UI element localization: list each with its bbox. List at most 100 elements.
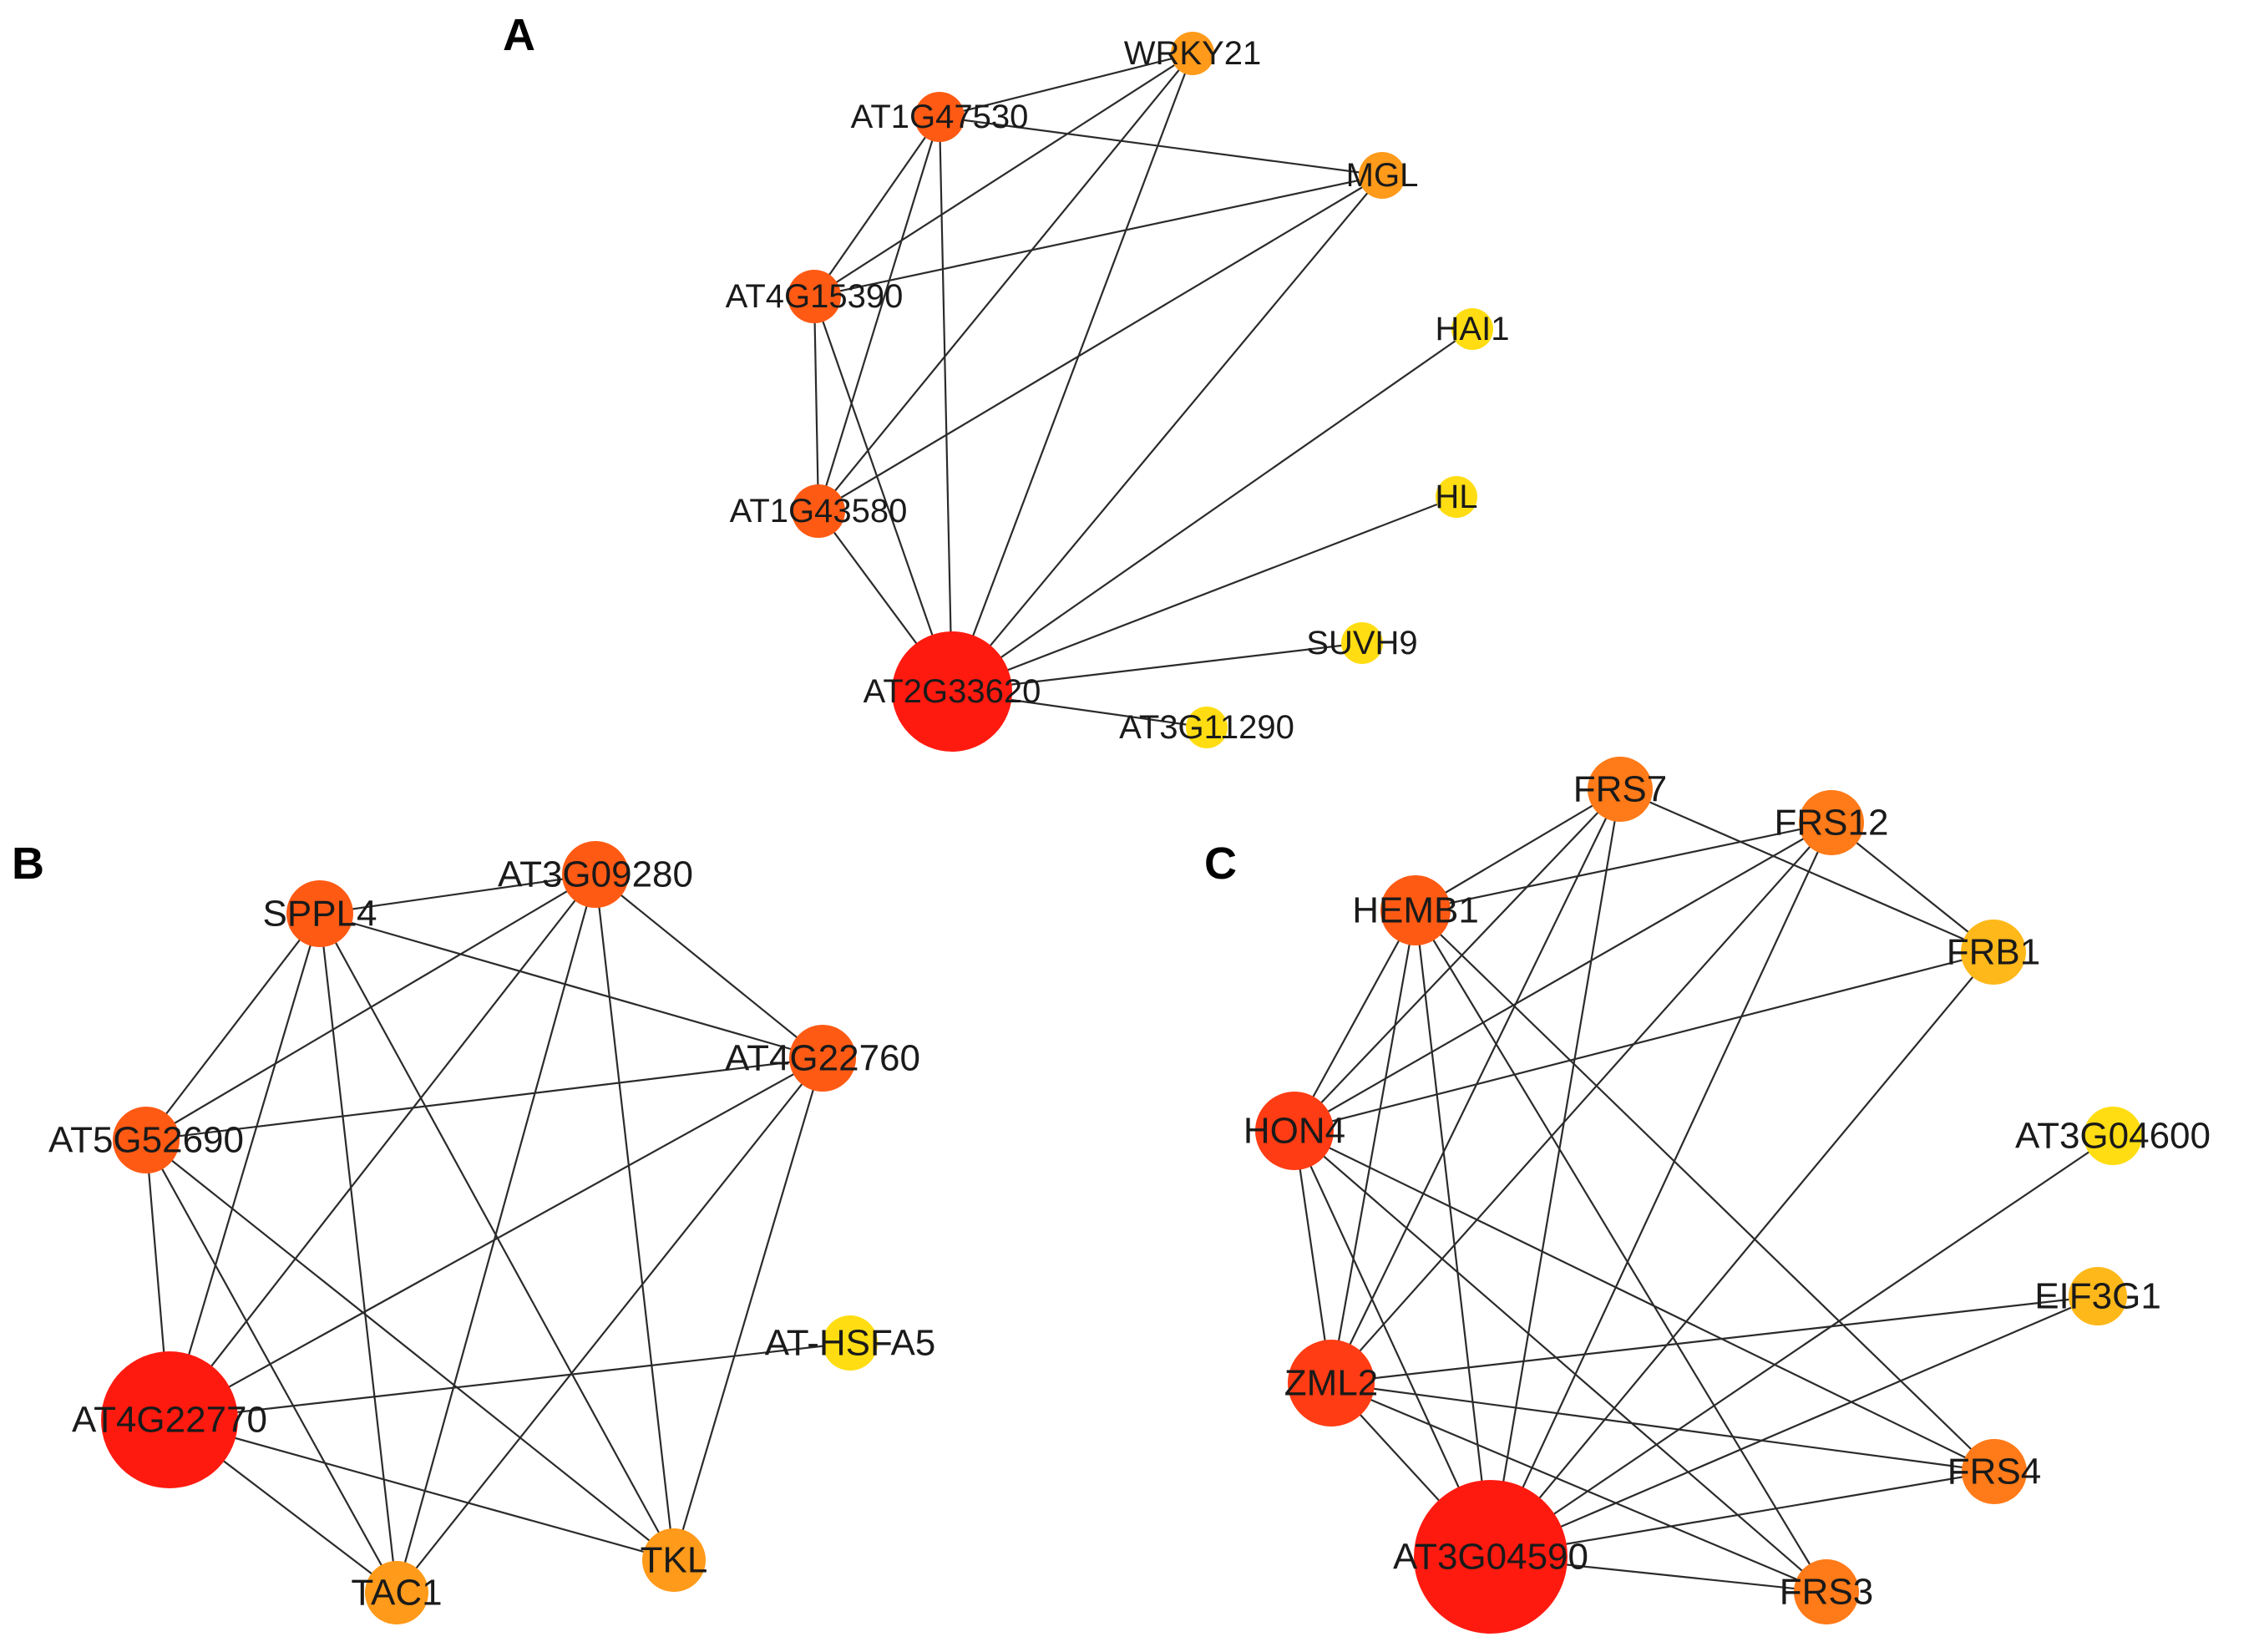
node-label-at3g11290: AT3G11290: [1119, 709, 1294, 746]
node-label-eif3g1: EIF3G1: [2034, 1276, 2161, 1317]
edge-frb1-at3g04590: [1490, 951, 1994, 1558]
node-eif3g1: [2069, 1267, 2127, 1325]
node-label-tac1: TAC1: [351, 1573, 442, 1614]
edge-at4g22770-tkl: [169, 1418, 675, 1562]
node-mgl: [1359, 152, 1406, 199]
edge-frs12-hon4: [1294, 822, 1832, 1132]
edge-at3g04590-eif3g1: [1490, 1295, 2099, 1558]
edge-hemb1-frs3: [1415, 910, 1827, 1593]
edge-at3g04590-at3g04600: [1490, 1135, 2114, 1558]
node-label-hon4: HON4: [1243, 1111, 1345, 1152]
edge-frs7-hemb1: [1415, 788, 1621, 911]
edge-frs7-frb1: [1619, 788, 1994, 954]
node-label-at4g15390: AT4G15390: [726, 278, 904, 315]
node-at5g52690: [113, 1107, 180, 1173]
node-label-hemb1: HEMB1: [1352, 890, 1479, 931]
node-label-at-hsfa5: AT-HSFA5: [765, 1323, 936, 1364]
edge-at2g33620-hl: [951, 495, 1457, 693]
edge-zml2-frs4: [1330, 1381, 1995, 1473]
edge-hemb1-zml2: [1330, 910, 1417, 1384]
edge-sppl4-tkl: [319, 913, 675, 1561]
node-label-at4g22770: AT4G22770: [72, 1400, 267, 1441]
edge-hon4-frs4: [1294, 1130, 1995, 1472]
node-label-at5g52690: AT5G52690: [48, 1120, 244, 1161]
node-frs4: [1962, 1439, 2027, 1504]
edge-frs7-at3g04590: [1489, 788, 1622, 1558]
edge-wrky21-at1g43580: [818, 53, 1193, 512]
edge-at5g52690-tkl: [145, 1139, 675, 1561]
edge-at2g33620-suvh9: [951, 641, 1363, 693]
node-hai1: [1451, 308, 1493, 350]
node-zml2: [1288, 1340, 1375, 1426]
node-label-at4g22760: AT4G22760: [725, 1038, 920, 1079]
edge-sppl4-at4g22770: [168, 913, 322, 1421]
node-label-hai1: HAI1: [1436, 311, 1510, 347]
node-label-frb1: FRB1: [1947, 932, 2040, 973]
node-label-frs7: FRS7: [1573, 769, 1667, 810]
node-label-wrky21: WRKY21: [1124, 35, 1262, 72]
node-label-tkl: TKL: [641, 1540, 708, 1581]
node-label-sppl4: SPPL4: [263, 894, 377, 935]
edge-at3g09280-tkl: [594, 874, 676, 1561]
edge-mgl-at4g15390: [813, 174, 1383, 298]
panel-b: B SPPL4 AT3G09280AT4G22760AT5G52690AT-HSF…: [12, 839, 935, 1624]
edge-zml2-eif3g1: [1330, 1295, 2099, 1385]
edge-at4g15390-at1g43580: [813, 296, 820, 512]
edge-at1g47530-mgl: [939, 115, 1383, 177]
edge-at5g52690-tac1: [145, 1139, 398, 1594]
edge-sppl4-at4g22760: [319, 912, 823, 1060]
node-suvh9: [1341, 622, 1383, 664]
edge-at3g09280-tac1: [395, 874, 597, 1594]
edge-mgl-at2g33620: [951, 175, 1383, 692]
edge-wrky21-at2g33620: [950, 53, 1194, 692]
node-hon4: [1255, 1092, 1334, 1170]
edge-at1g47530-at1g43580: [817, 116, 941, 512]
panel-label-c: C: [1204, 839, 1237, 889]
edge-frs12-frb1: [1831, 822, 1994, 953]
edge-at4g15390-at2g33620: [813, 296, 954, 692]
edge-sppl4-at5g52690: [145, 913, 321, 1141]
panel-label-b: B: [12, 839, 44, 889]
node-at-hsfa5: [823, 1315, 878, 1371]
node-sppl4: [286, 880, 353, 947]
edge-at1g47530-at4g15390: [813, 116, 940, 297]
node-at3g04590: [1414, 1480, 1568, 1634]
edge-hon4-at3g04590: [1294, 1130, 1492, 1558]
node-label-zml2: ZML2: [1284, 1363, 1378, 1404]
edge-hemb1-hon4: [1294, 910, 1416, 1132]
edge-frs12-zml2: [1330, 822, 1832, 1384]
node-label-at1g47530: AT1G47530: [851, 99, 1029, 135]
node-label-at1g43580: AT1G43580: [730, 493, 908, 530]
edge-at4g22760-tkl: [672, 1057, 824, 1561]
edge-at1g47530-wrky21: [939, 52, 1193, 119]
node-label-at3g09280: AT3G09280: [498, 854, 693, 895]
edge-frs12-at3g04590: [1490, 822, 1832, 1558]
edge-at2g33620-hai1: [951, 328, 1473, 692]
node-label-at2g33620: AT2G33620: [864, 673, 1041, 710]
edge-at4g22770-at-hsfa5: [169, 1341, 851, 1421]
node-at3g11290: [1186, 707, 1228, 748]
node-at4g22770: [101, 1351, 238, 1488]
node-label-hl: HL: [1435, 479, 1477, 515]
edge-mgl-at1g43580: [818, 175, 1383, 512]
edge-wrky21-at4g15390: [813, 53, 1193, 297]
edge-zml2-frs3: [1330, 1381, 1827, 1594]
edge-sppl4-at3g09280: [319, 873, 596, 915]
node-at3g04600: [2084, 1107, 2142, 1165]
node-label-at3g04590: AT3G04590: [1393, 1537, 1588, 1578]
edge-at4g22760-at4g22770: [169, 1057, 823, 1421]
edge-frs7-zml2: [1330, 788, 1621, 1384]
node-at1g47530: [914, 92, 965, 142]
node-label-frs4: FRS4: [1948, 1452, 2041, 1492]
edge-at3g09280-at5g52690: [145, 874, 596, 1141]
node-frb1: [1961, 920, 2026, 985]
edge-at4g22760-at5g52690: [145, 1057, 823, 1142]
node-hl: [1436, 476, 1477, 518]
node-at4g22760: [789, 1025, 856, 1092]
edge-frs12-hemb1: [1415, 821, 1832, 912]
panel-label-a: A: [503, 10, 535, 60]
edge-at3g09280-at4g22770: [169, 874, 596, 1421]
node-wrky21: [1171, 32, 1214, 75]
